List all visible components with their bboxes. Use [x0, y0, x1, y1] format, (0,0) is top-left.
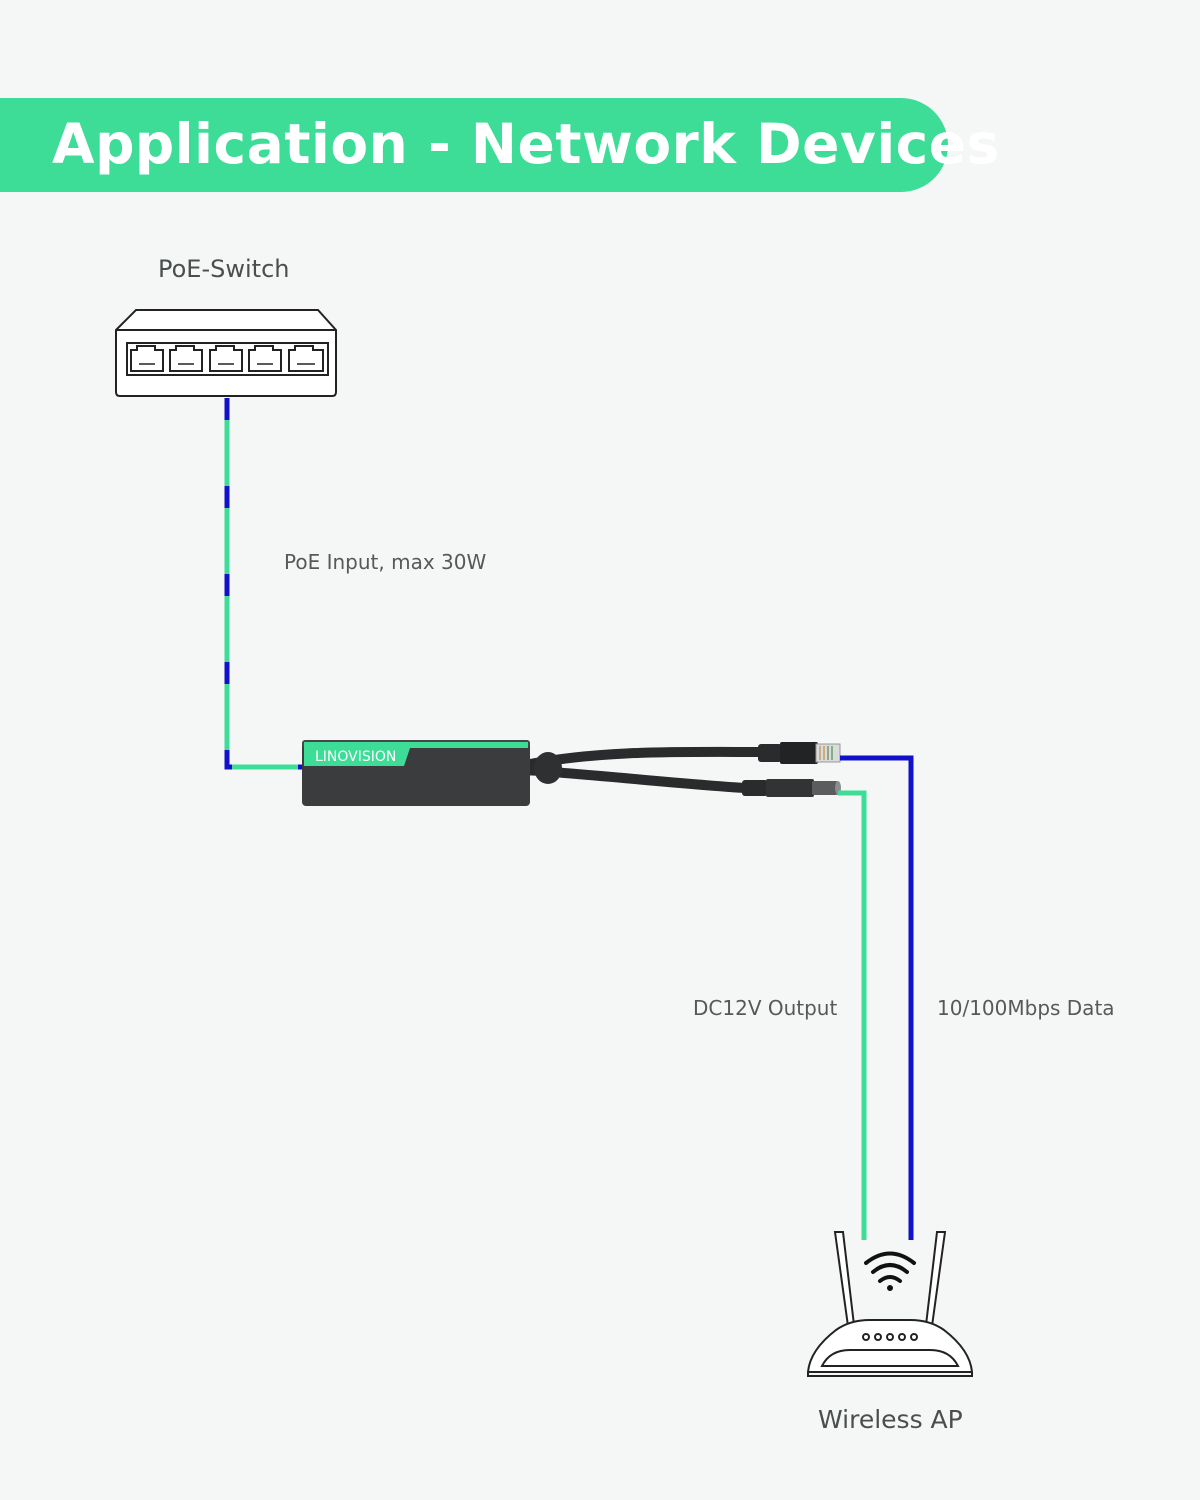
switch-label: PoE-Switch: [158, 255, 290, 283]
dc-plug-icon: [742, 779, 841, 797]
splitter-brand: LINOVISION: [315, 749, 396, 765]
wireless-ap-label: Wireless AP: [818, 1405, 963, 1434]
page-title: Application - Network Devices: [52, 112, 1000, 176]
wifi-icon: [864, 1251, 916, 1291]
splitter-icon: LINOVISION: [302, 740, 761, 806]
dc-output-label: DC12V Output: [693, 996, 838, 1020]
rj45-plug-icon: [758, 742, 841, 764]
data-label: 10/100Mbps Data: [937, 996, 1115, 1020]
dc-output-cable: [838, 790, 867, 1240]
switch-icon: [115, 309, 337, 397]
poe-input-label: PoE Input, max 30W: [284, 550, 487, 574]
title-banner: [0, 98, 948, 192]
data-cable: [840, 755, 914, 1240]
router-icon: [806, 1231, 974, 1377]
poe-input-cable: [224, 398, 302, 770]
